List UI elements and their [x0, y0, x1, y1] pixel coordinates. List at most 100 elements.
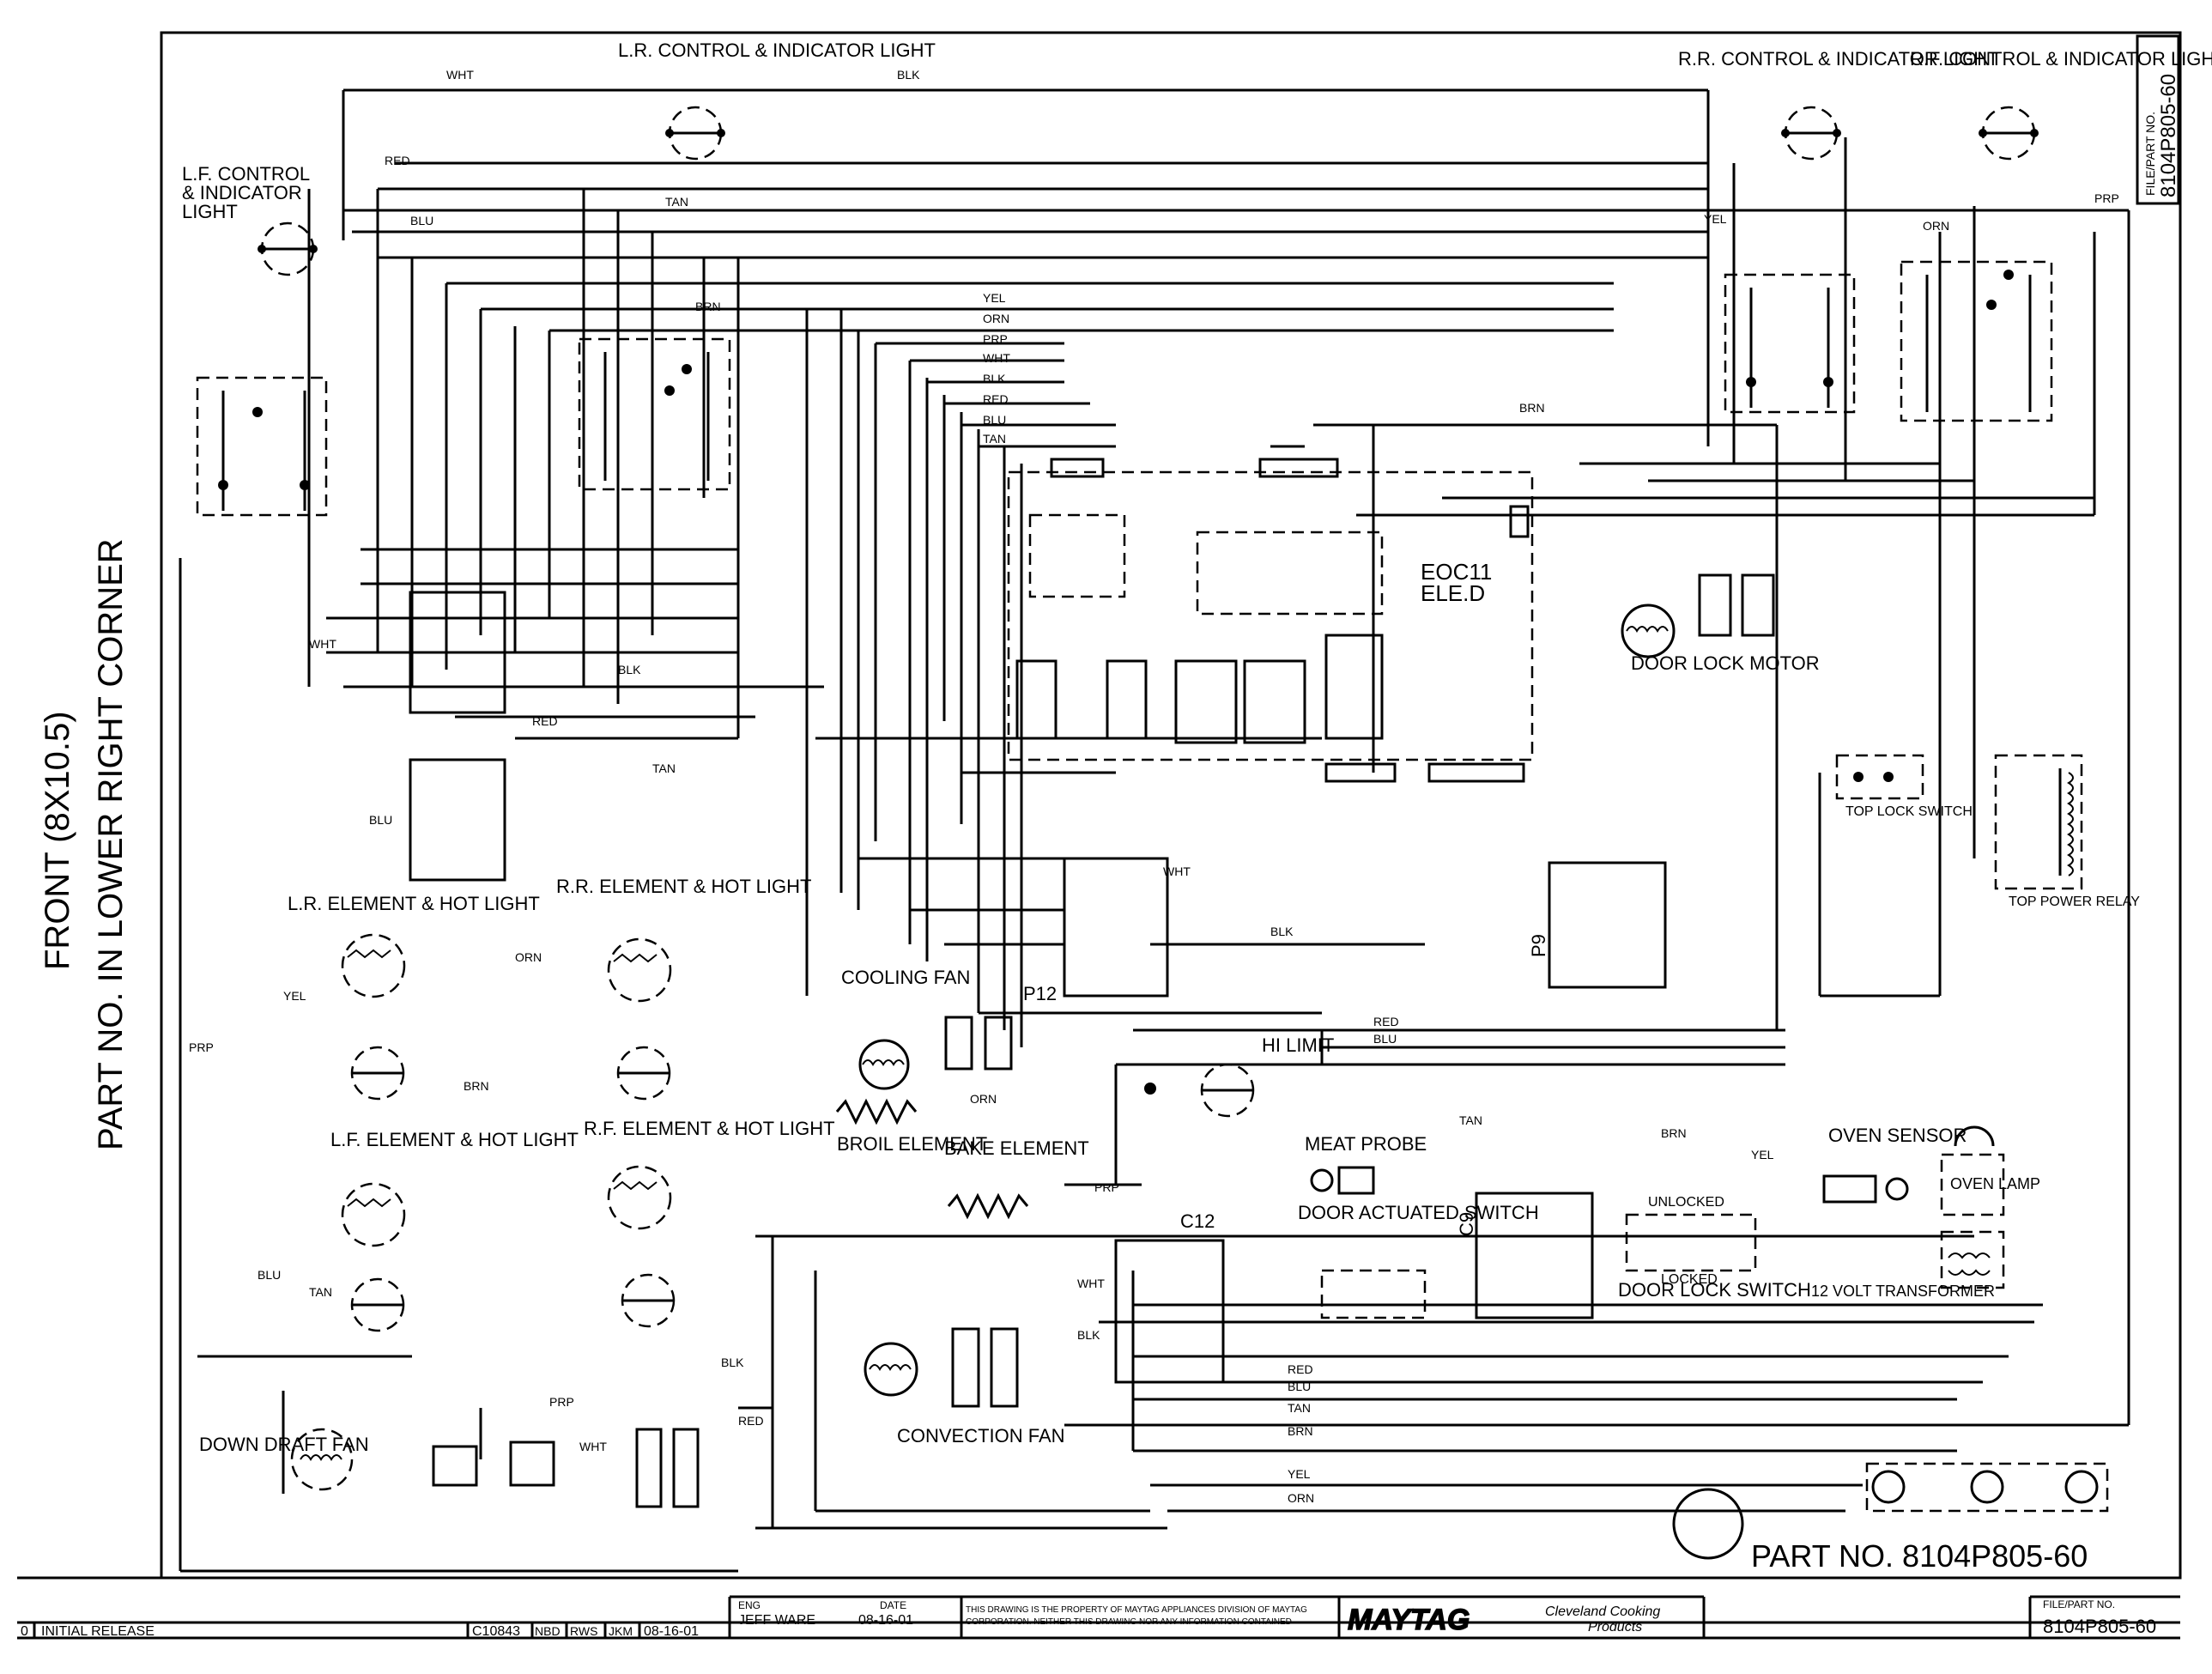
c12-connector: C12 — [1114, 1210, 1225, 1384]
wire-color-label: BLK — [1077, 1328, 1100, 1342]
bake-element: BAKE ELEMENT — [944, 1137, 1089, 1220]
door-lock-switch: UNLOCKED LOCKED DOOR LOCK SWITCH — [1618, 1195, 1811, 1301]
file-label: FILE/PART NO. — [2043, 1598, 2115, 1610]
title-block: 0 INITIAL RELEASE C10843 NBD RWS JKM 08-… — [21, 1595, 2180, 1639]
initials-2: RWS — [570, 1624, 597, 1638]
p9-label: P9 — [1528, 934, 1549, 957]
c9-label: C9 — [1456, 1212, 1477, 1236]
wire-color-label: BRN — [695, 300, 721, 313]
lf-control: L.F. CONTROL & INDICATOR LIGHT — [182, 163, 328, 517]
door-actuated-switch-label: DOOR ACTUATED SWITCH — [1298, 1202, 1539, 1223]
wire-color-label: YEL — [1751, 1148, 1774, 1161]
cooling-fan-label: COOLING FAN — [841, 967, 970, 988]
rf-element-label: R.F. ELEMENT & HOT LIGHT — [584, 1118, 835, 1139]
brand-logo: MAYTAG — [1348, 1604, 1470, 1636]
wire-color-label: YEL — [983, 291, 1006, 305]
wire-color-label: WHT — [579, 1440, 607, 1453]
wire-color-label: ORN — [1923, 219, 1949, 233]
lr-switch-box — [578, 337, 731, 491]
wire-color-label: BLU — [1373, 1032, 1397, 1046]
p9-connector: P9 — [1528, 861, 1667, 989]
wire-color-label: PRP — [189, 1040, 214, 1054]
side-note-line2: PART NO. IN LOWER RIGHT CORNER — [92, 538, 130, 1150]
oven-lamp: OVEN LAMP — [1940, 1125, 2040, 1216]
wire-color-label: WHT — [309, 637, 336, 651]
cooling-fan: COOLING FAN — [841, 967, 1013, 1090]
wire-color-label: WHT — [1077, 1277, 1105, 1290]
down-draft-fan-label: DOWN DRAFT FAN — [199, 1434, 369, 1455]
wire-color-label: BLU — [410, 214, 433, 227]
wire-color-label: YEL — [283, 989, 306, 1003]
rr-element: R.R. ELEMENT & HOT LIGHT — [556, 876, 811, 1101]
division-line2: Products — [1588, 1620, 1642, 1635]
eoc-board: EOC11 ELE.D — [1007, 458, 1534, 783]
lf-control-line2: & INDICATOR — [182, 182, 302, 203]
left-12pin-connector — [409, 758, 506, 882]
wire-color-label: WHT — [1163, 864, 1191, 878]
wire-color-label: ORN — [515, 950, 542, 964]
c9-connector: C9 — [1456, 1192, 1594, 1319]
p12-connector: P12 — [1023, 857, 1169, 1004]
lf-control-line3: LIGHT — [182, 201, 238, 222]
wire-color-label: TAN — [1459, 1113, 1482, 1127]
terminal-strip — [1672, 1462, 2109, 1560]
notice-line1: THIS DRAWING IS THE PROPERTY OF MAYTAG A… — [966, 1605, 1307, 1615]
wire-color-label: BRN — [1288, 1424, 1313, 1438]
wire-color-label: TAN — [983, 432, 1006, 446]
side-note-line1: FRONT (8X10.5) — [39, 711, 76, 970]
transformer-label: 12 VOLT TRANSFORMER — [1811, 1283, 1995, 1300]
wiring-traces — [179, 88, 2130, 1573]
wire-color-label: PRP — [2094, 191, 2119, 205]
wire-color-label: RED — [532, 714, 558, 728]
hi-limit: HI LIMIT — [1144, 1034, 1334, 1118]
door-lock-switch-label: DOOR LOCK SWITCH — [1618, 1279, 1811, 1301]
rr-control: R.R. CONTROL & INDICATOR LIGHT — [1678, 48, 1999, 414]
wire-color-label: TAN — [1288, 1401, 1311, 1415]
ele-label: ELE.D — [1421, 580, 1485, 606]
wire-color-label: BRN — [464, 1079, 489, 1093]
transformer: 12 VOLT TRANSFORMER — [1811, 1230, 2005, 1300]
wire-color-label: RED — [1288, 1362, 1313, 1376]
wire-color-label: WHT — [446, 68, 474, 82]
wire-color-label: BRN — [1661, 1126, 1687, 1140]
door-lock-motor: DOOR LOCK MOTOR — [1621, 573, 1820, 674]
corner-stamp: FILE/PART NO. 8104P805-60 — [2143, 74, 2180, 197]
wire-color-label: ORN — [970, 1092, 997, 1106]
wire-color-label: BRN — [1519, 401, 1545, 415]
wire-color-label: RED — [385, 154, 410, 167]
down-draft-fan: DOWN DRAFT FAN — [199, 1428, 700, 1508]
wire-color-label: BLU — [258, 1268, 281, 1282]
top-power-relay: TOP POWER RELAY — [1994, 754, 2140, 909]
rr-control-label: R.R. CONTROL & INDICATOR LIGHT — [1678, 48, 1999, 70]
oven-lamp-label: OVEN LAMP — [1950, 1175, 2040, 1192]
convection-fan: CONVECTION FAN — [864, 1327, 1065, 1447]
oven-sensor-label: OVEN SENSOR — [1828, 1125, 1967, 1146]
rev-number: 0 — [21, 1624, 28, 1639]
division-line1: Cleveland Cooking — [1545, 1604, 1660, 1619]
top-lock-switch-label: TOP LOCK SWITCH — [1845, 804, 1973, 819]
file-value: 8104P805-60 — [2043, 1616, 2156, 1637]
rev-date: 08-16-01 — [644, 1624, 699, 1639]
lf-element-label: L.F. ELEMENT & HOT LIGHT — [330, 1129, 579, 1150]
part-number: PART NO. 8104P805-60 — [1751, 1538, 2088, 1574]
oven-sensor: OVEN SENSOR — [1822, 1125, 1967, 1204]
engineer-name: JEFF WARE — [738, 1613, 815, 1628]
rf-element: R.F. ELEMENT & HOT LIGHT — [584, 1118, 835, 1328]
wire-color-label: BLK — [983, 372, 1006, 385]
convection-fan-label: CONVECTION FAN — [897, 1425, 1065, 1447]
meat-probe-label: MEAT PROBE — [1305, 1133, 1427, 1155]
meat-probe: MEAT PROBE — [1305, 1133, 1427, 1195]
lr-control: L.R. CONTROL & INDICATOR LIGHT — [618, 39, 936, 161]
rf-control: R.F. CONTROL & INDICATOR LIGHT — [1900, 48, 2212, 422]
ecn-number: C10843 — [472, 1624, 520, 1639]
corner-stamp-value: 8104P805-60 — [2157, 74, 2180, 197]
hi-limit-label: HI LIMIT — [1262, 1034, 1334, 1056]
wire-color-label: YEL — [1288, 1467, 1311, 1481]
initials-1: NBD — [535, 1624, 561, 1638]
engineer-date: 08-16-01 — [858, 1613, 913, 1628]
lr-element-label: L.R. ELEMENT & HOT LIGHT — [288, 893, 540, 914]
wire-color-label: YEL — [1704, 212, 1727, 226]
wire-color-label: RED — [1373, 1015, 1399, 1028]
wire-color-label: PRP — [549, 1395, 574, 1409]
wire-color-label: BLU — [1288, 1380, 1311, 1393]
